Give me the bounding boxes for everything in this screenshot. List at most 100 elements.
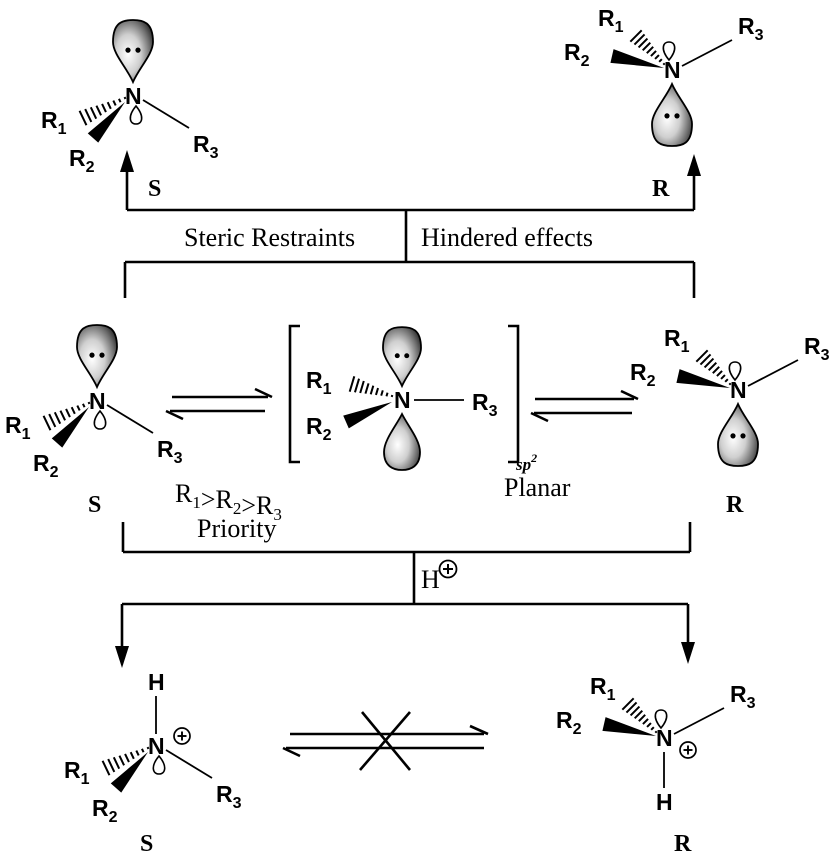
wedge-bond-r2 bbox=[110, 752, 148, 793]
upper-p-lobe bbox=[382, 326, 422, 389]
substituent-r2: R2 bbox=[92, 795, 118, 826]
lone-pair-dot bbox=[99, 352, 105, 358]
big-lone-pair-lobe bbox=[112, 19, 154, 85]
steric-restraints-label: Steric Restraints bbox=[184, 223, 355, 252]
small-orbital-lobe bbox=[129, 104, 143, 125]
substituent-r1: R1 bbox=[64, 757, 90, 788]
hashed-bond-r1 bbox=[348, 376, 394, 398]
substituent-r3: R3 bbox=[472, 389, 498, 420]
hybridization-label: sp2 bbox=[515, 451, 537, 474]
lone-pair-dot bbox=[125, 47, 131, 53]
big-lone-pair-lobe bbox=[76, 324, 118, 390]
arrow-up-right bbox=[687, 154, 701, 176]
substituent-r3: R3 bbox=[804, 333, 830, 364]
nitrogen-atom: N bbox=[394, 387, 411, 413]
lone-pair-dot bbox=[135, 47, 141, 53]
lone-pair-dot bbox=[740, 433, 746, 439]
priority-order: R1>R2>R3 bbox=[175, 479, 282, 524]
arrow-down-left bbox=[115, 646, 129, 668]
substituent-r2: R2 bbox=[306, 413, 332, 444]
nitrogen-atom: N bbox=[125, 83, 142, 109]
config-middle-left: S bbox=[88, 492, 101, 518]
substituent-r3: R3 bbox=[193, 131, 219, 162]
hashed-bond-r1 bbox=[629, 29, 666, 66]
wedge-bond-r2 bbox=[676, 369, 730, 388]
substituent-r1: R1 bbox=[664, 325, 690, 356]
substituent-r1: R1 bbox=[590, 673, 616, 704]
molecules: NR1R2R3NR1R2R3NR1R2R3NR1R2R3NR1R2R3HNR1R… bbox=[5, 5, 830, 826]
transition-brackets bbox=[288, 324, 520, 464]
nitrogen-atom: N bbox=[89, 388, 106, 414]
priority-label: Priority bbox=[197, 514, 276, 543]
equilibrium-right bbox=[530, 389, 639, 423]
substituent-r1: R1 bbox=[598, 5, 624, 36]
substituent-r3: R3 bbox=[216, 781, 242, 812]
substituent-r2: R2 bbox=[564, 39, 590, 70]
wedge-bond-r2 bbox=[51, 407, 89, 448]
small-orbital-lobe bbox=[93, 409, 107, 430]
hashed-bond-r1 bbox=[695, 349, 732, 386]
substituent-r2: R2 bbox=[69, 145, 95, 176]
config-bottom-right: R bbox=[674, 831, 692, 857]
small-orbital-lobe bbox=[654, 709, 668, 730]
nitrogen-atom: N bbox=[148, 733, 165, 759]
blocked-equilibrium bbox=[282, 711, 489, 771]
cross-line-2 bbox=[360, 711, 412, 771]
lone-pair-dot bbox=[730, 433, 736, 439]
positive-charge-icon bbox=[173, 727, 191, 745]
equilibrium-left bbox=[165, 387, 273, 421]
positive-charge-icon bbox=[679, 741, 697, 759]
arrow-down-right bbox=[681, 642, 695, 664]
small-orbital-lobe bbox=[728, 361, 742, 382]
wedge-bond-r2 bbox=[602, 717, 656, 736]
wedge-bond-r2 bbox=[87, 102, 125, 143]
lone-pair-dot bbox=[89, 352, 95, 358]
protonation-charge-icon bbox=[438, 559, 458, 579]
config-middle-right: R bbox=[726, 492, 744, 518]
lone-pair-dot bbox=[674, 113, 680, 119]
config-top-left: S bbox=[148, 176, 161, 202]
big-lone-pair-lobe bbox=[717, 401, 759, 467]
substituent-r2: R2 bbox=[556, 707, 582, 738]
bond-r3 bbox=[142, 99, 190, 129]
lone-pair-dot bbox=[404, 353, 410, 359]
planar-label: Planar bbox=[504, 473, 571, 502]
lone-pair-dot bbox=[394, 353, 400, 359]
bond-r3 bbox=[106, 404, 154, 434]
arrow-up-left bbox=[120, 150, 134, 172]
config-top-right: R bbox=[652, 176, 670, 202]
wedge-bond-r2 bbox=[343, 402, 392, 429]
substituent-r3: R3 bbox=[157, 436, 183, 467]
substituent-r2: R2 bbox=[630, 359, 656, 390]
hashed-bond-r1 bbox=[101, 746, 150, 776]
hydrogen-atom: H bbox=[656, 789, 673, 815]
small-orbital-lobe bbox=[662, 41, 676, 62]
bond-r3 bbox=[747, 359, 799, 387]
hashed-bond-r1 bbox=[42, 401, 91, 431]
substituent-r2: R2 bbox=[33, 450, 59, 481]
substituent-r1: R1 bbox=[306, 367, 332, 398]
hashed-bond-r1 bbox=[621, 697, 658, 734]
small-orbital-lobe bbox=[152, 754, 166, 775]
config-bottom-left: S bbox=[140, 831, 153, 857]
protonation-label: H bbox=[421, 565, 440, 594]
substituent-r1: R1 bbox=[41, 107, 67, 138]
hashed-bond-r1 bbox=[78, 96, 127, 126]
lower-p-lobe bbox=[383, 411, 421, 471]
bond-r3 bbox=[673, 707, 725, 735]
lone-pair-dot bbox=[664, 113, 670, 119]
bond-r3 bbox=[681, 39, 733, 67]
bottom-bracket bbox=[115, 522, 695, 668]
wedge-bond-r2 bbox=[610, 49, 664, 68]
big-lone-pair-lobe bbox=[651, 81, 693, 147]
substituent-r3: R3 bbox=[730, 681, 756, 712]
